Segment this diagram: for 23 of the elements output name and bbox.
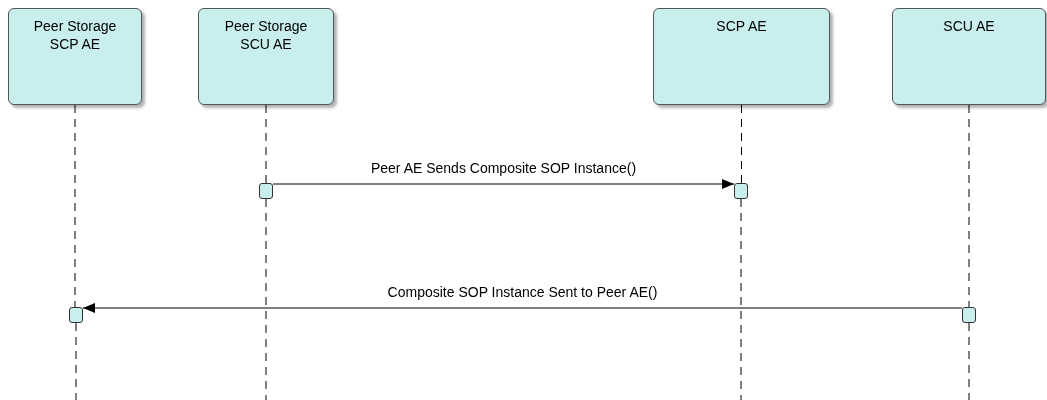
activation-box — [259, 183, 273, 199]
lifeline-head-box — [8, 8, 142, 105]
activation-box — [962, 307, 976, 323]
lifeline — [968, 322, 970, 400]
lifeline — [968, 104, 970, 308]
lifeline — [740, 198, 742, 400]
message-arrow — [82, 303, 963, 313]
lifeline-head-box — [892, 8, 1046, 105]
lifeline — [741, 104, 742, 184]
edge-label: Composite SOP Instance Sent to Peer AE() — [385, 284, 660, 300]
activation-box — [734, 183, 748, 199]
actor-name: Peer Storage SCP AE — [32, 17, 118, 53]
lifeline — [265, 104, 267, 184]
lifeline — [265, 198, 267, 400]
actor-name: SCP AE — [716, 17, 767, 35]
lifeline-head-box — [653, 8, 830, 105]
lifeline — [75, 322, 77, 400]
message-arrow — [272, 179, 735, 189]
actor-name: SCU AE — [943, 17, 995, 35]
activation-box — [69, 307, 83, 323]
lifeline-head-box — [198, 8, 334, 105]
actor-name: Peer Storage SCU AE — [223, 17, 309, 53]
lifeline — [74, 104, 76, 308]
